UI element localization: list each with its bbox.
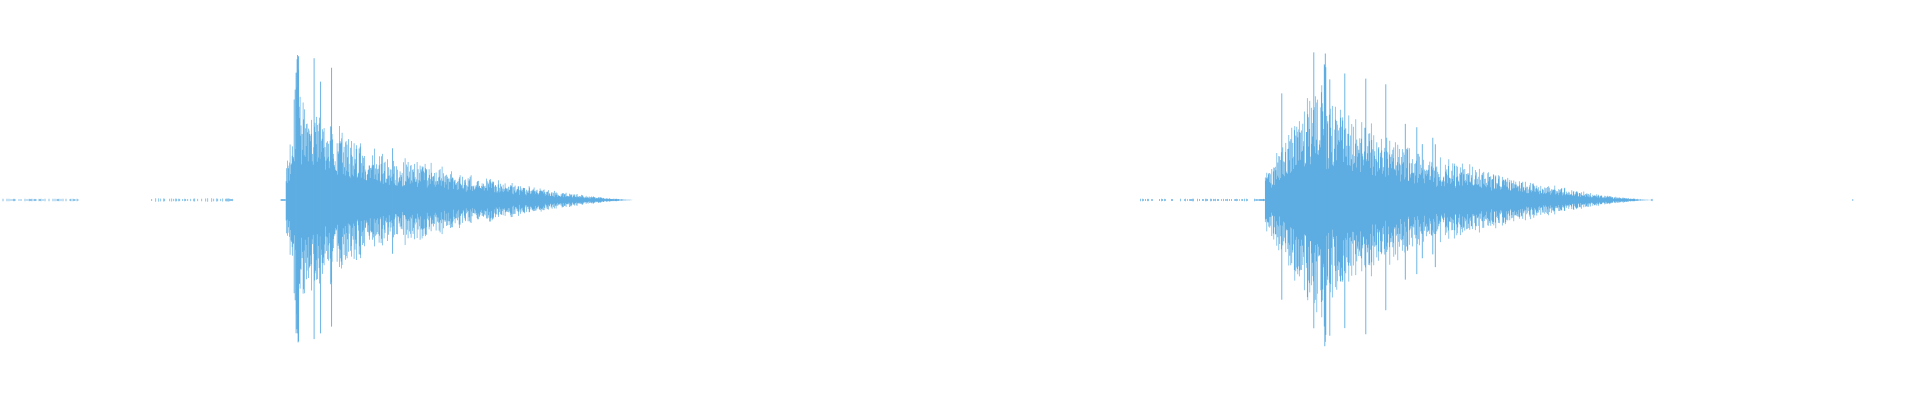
waveform-samples [2,52,1854,347]
burst-2-transients [1281,52,1436,347]
noise-floor-1 [2,198,79,202]
noise-floor-2 [151,198,234,202]
burst-1-body [285,87,633,315]
burst-1-transients [295,55,394,343]
noise-floor-4 [1650,198,1653,202]
burst-1-lead [280,199,286,201]
burst-2-body [1264,85,1651,318]
noise-floor-3 [1140,198,1264,202]
burst-2-lead [1259,199,1265,201]
